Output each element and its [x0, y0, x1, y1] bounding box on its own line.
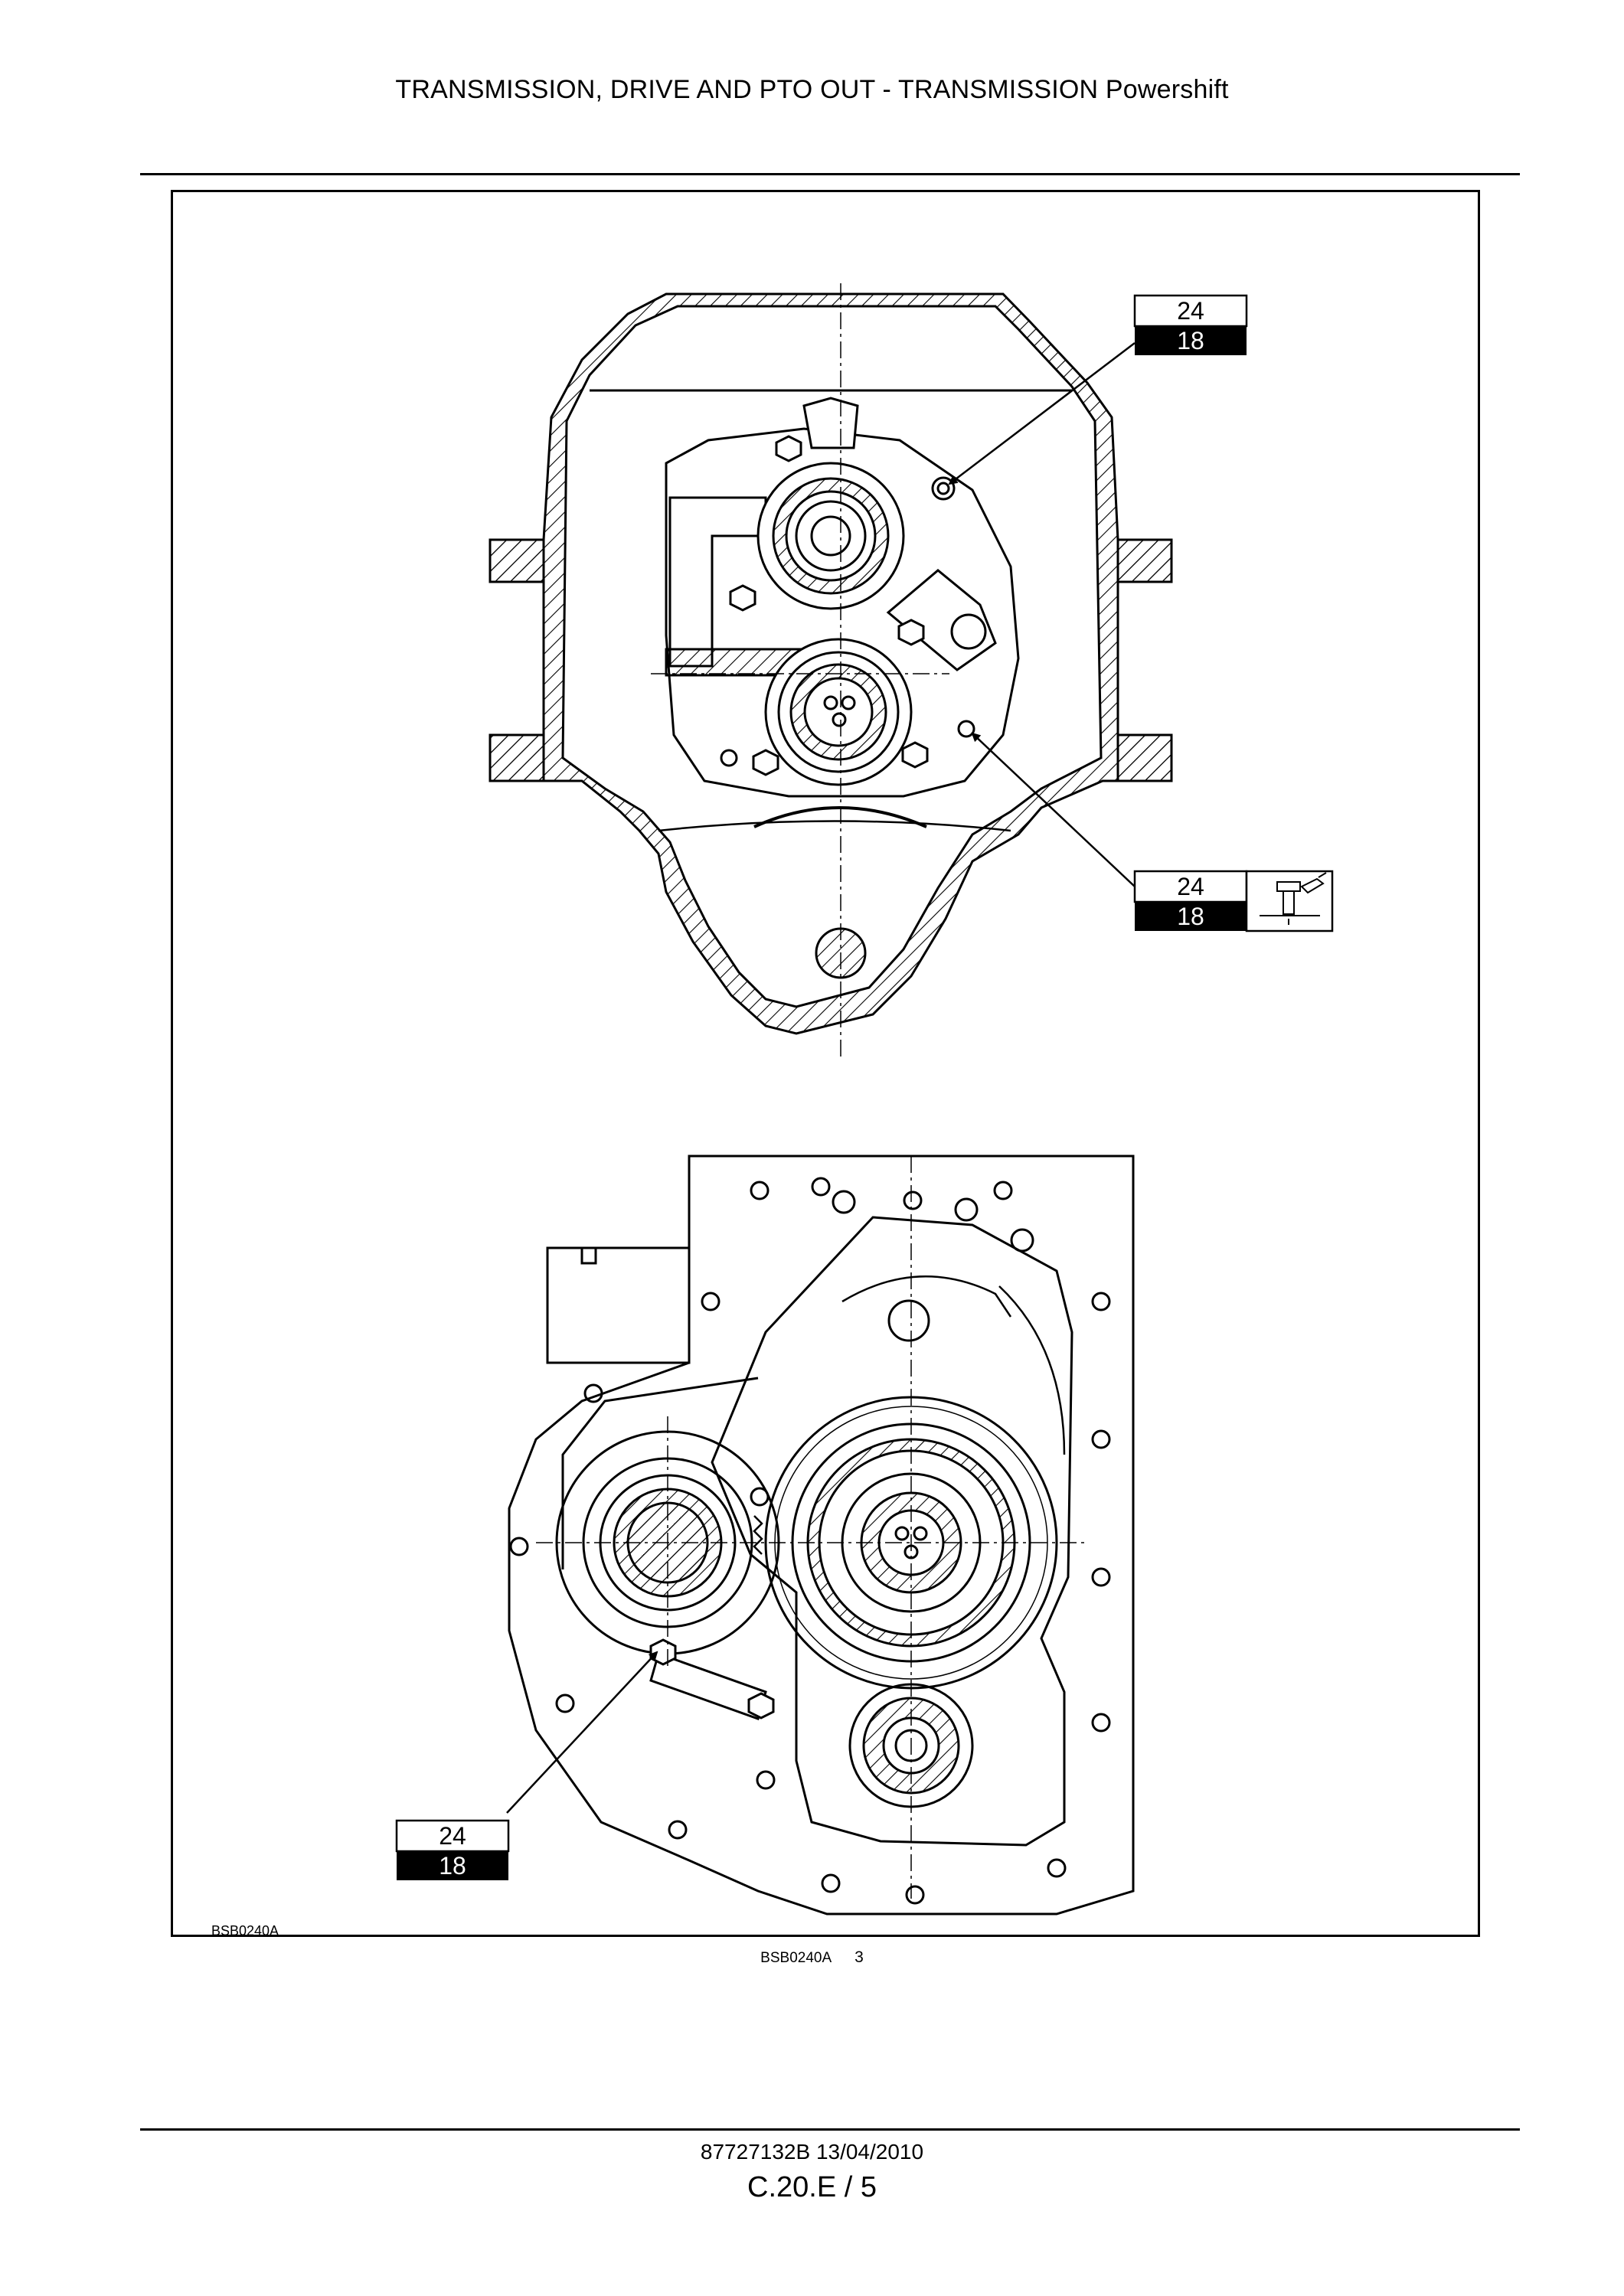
- footer-doc-reference: 87727132B 13/04/2010: [700, 2140, 924, 2164]
- upper-housing-section: [489, 292, 1173, 1035]
- callout-1-bottom-value: 18: [1177, 327, 1204, 354]
- page-header-title: TRANSMISSION, DRIVE AND PTO OUT - TRANSM…: [395, 75, 1229, 104]
- upper-gear-cover: [665, 397, 1020, 979]
- lower-housing-face: [508, 1155, 1135, 1916]
- callout-box-1: 24 18: [1133, 294, 1248, 355]
- figure-caption: BSB0240A 3: [0, 1948, 1624, 1967]
- lower-center-lines: [536, 1156, 1087, 1899]
- callout-box-3: 24 18: [395, 1819, 510, 1880]
- footer-page-number: C.20.E / 5: [747, 2171, 877, 2203]
- callout-leaders: [506, 342, 1135, 1814]
- callout-3-top-value: 24: [439, 1822, 466, 1850]
- footer-rule: [140, 2128, 1520, 2131]
- sealant-bolt-icon: [1245, 870, 1334, 932]
- callout-3-bottom-value: 18: [439, 1852, 466, 1880]
- upper-center-line: [651, 283, 949, 1057]
- figure-frame: [171, 190, 1480, 1937]
- callout-box-2: 24 18: [1133, 870, 1334, 932]
- figure-caption-number: 3: [854, 1948, 864, 1966]
- callout-1-top-value: 24: [1177, 297, 1204, 325]
- callout-2-bottom-value: 18: [1177, 903, 1204, 930]
- figure-caption-code: BSB0240A: [760, 1950, 832, 1966]
- header-rule: [140, 173, 1520, 175]
- callout-2-top-value: 24: [1177, 873, 1204, 900]
- figure-frame-code: BSB0240A: [211, 1923, 279, 1938]
